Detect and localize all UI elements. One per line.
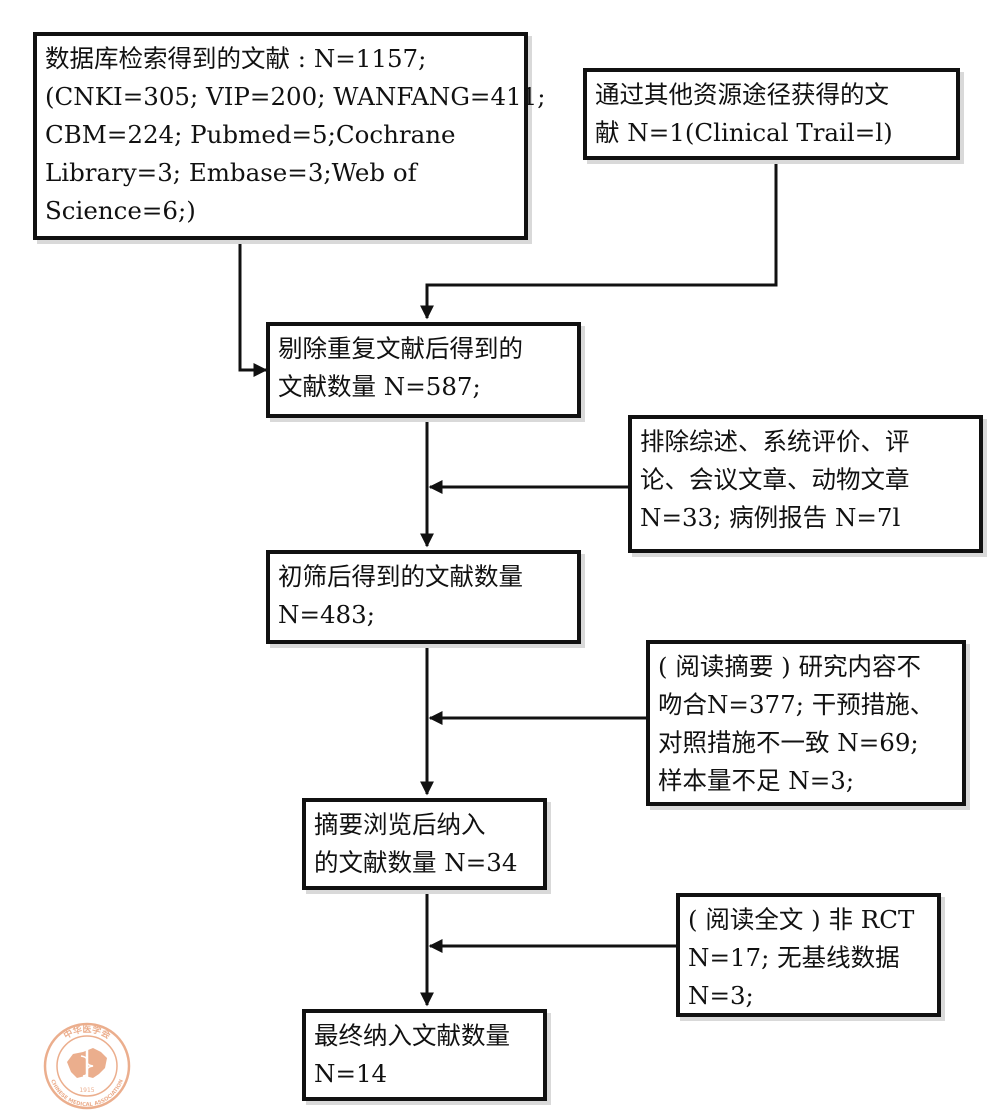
after-initial-screen-box: 初筛后得到的文献数量 N=483; xyxy=(266,550,581,644)
box-line: Science=6;) xyxy=(45,196,196,225)
arrow-other-to-dedup xyxy=(420,160,778,320)
box-line: (CNKI=305; VIP=200; WANFANG=411; xyxy=(45,82,546,111)
box-line: ( 阅读摘要 ) 研究内容不 xyxy=(658,652,921,681)
box-line: Library=3; Embase=3;Web of xyxy=(45,158,417,187)
after-abstract-box: 摘要浏览后纳入 的文献数量 N=34 xyxy=(302,798,547,890)
box-line: 吻合N=377; 干预措施、 xyxy=(658,690,935,719)
box-line: 初筛后得到的文献数量 xyxy=(278,562,523,591)
box-line: N=483; xyxy=(278,600,375,629)
box-line: 的文献数量 N=34 xyxy=(314,848,518,877)
database-search-box: 数据库检索得到的文献 : N=1157; (CNKI=305; VIP=200;… xyxy=(33,32,546,240)
box-line: 剔除重复文献后得到的 xyxy=(278,334,523,363)
box-line: N=17; 无基线数据 xyxy=(688,943,900,972)
box-line: N=3; xyxy=(688,981,754,1010)
box-line: N=33; 病例报告 N=7l xyxy=(640,503,901,532)
box-line: 排除综述、系统评价、评 xyxy=(640,427,910,456)
other-sources-box: 通过其他资源途径获得的文 献 N=1(Clinical Trail=l) xyxy=(583,68,960,160)
box-line: 数据库检索得到的文献 : N=1157; xyxy=(45,44,427,73)
final-included-box: 最终纳入文献数量 N=14 xyxy=(302,1009,547,1101)
box-line: 对照措施不一致 N=69; xyxy=(658,728,919,757)
box-line: 样本量不足 N=3; xyxy=(658,766,855,795)
svg-text:中华医学会: 中华医学会 xyxy=(61,1023,113,1042)
logo-year: 1915 xyxy=(79,1087,94,1094)
excluded-reviews-box: 排除综述、系统评价、评 论、会议文章、动物文章 N=33; 病例报告 N=7l xyxy=(628,415,983,553)
box-line: 论、会议文章、动物文章 xyxy=(640,465,910,494)
box-line: 通过其他资源途径获得的文 xyxy=(595,80,889,109)
chinese-medical-association-logo: 中华医学会 CHINESE MEDICAL ASSOCIATION 1915 xyxy=(43,1022,131,1110)
excluded-abstract-box: ( 阅读摘要 ) 研究内容不 吻合N=377; 干预措施、 对照措施不一致 N=… xyxy=(646,640,966,806)
excluded-fulltext-box: ( 阅读全文 ) 非 RCT N=17; 无基线数据 N=3; xyxy=(676,893,941,1017)
box-line: 最终纳入文献数量 xyxy=(314,1021,510,1050)
box-line: ( 阅读全文 ) 非 RCT xyxy=(688,905,915,934)
after-dedup-box: 剔除重复文献后得到的 文献数量 N=587; xyxy=(266,322,581,418)
logo-top-text: 中华医学会 xyxy=(61,1023,113,1042)
box-line: 摘要浏览后纳入 xyxy=(314,810,486,839)
box-line: 献 N=1(Clinical Trail=l) xyxy=(595,118,893,147)
arrow-database-to-dedup xyxy=(238,240,268,377)
box-line: CBM=224; Pubmed=5;Cochrane xyxy=(45,120,456,149)
box-line: N=14 xyxy=(314,1059,388,1088)
box-line: 文献数量 N=587; xyxy=(278,372,481,401)
